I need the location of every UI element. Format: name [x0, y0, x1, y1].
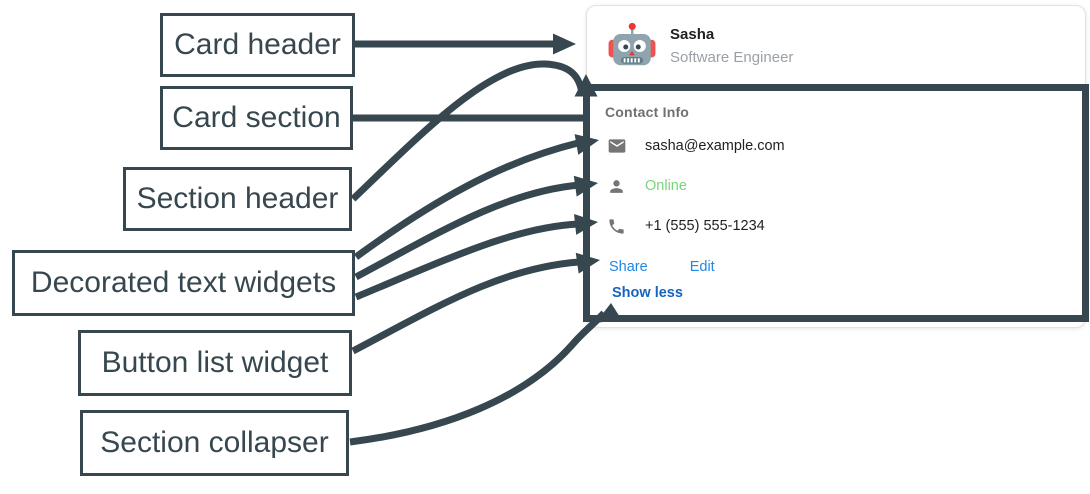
- card-header: Sasha Software Engineer: [587, 6, 1085, 85]
- callout-button-list-widget: Button list widget: [78, 330, 352, 396]
- person-icon: [607, 176, 629, 196]
- show-less-button[interactable]: Show less: [612, 285, 683, 301]
- profile-card: Sasha Software Engineer Contact Info sas…: [586, 5, 1086, 328]
- callout-decorated-text-widgets-label: Decorated text widgets: [30, 266, 337, 299]
- callout-section-header: Section header: [123, 167, 352, 231]
- arrow-to-button-list: [351, 252, 600, 355]
- callout-card-section: Card section: [160, 86, 353, 150]
- phone-row: +1 (555) 555-1234: [607, 206, 785, 246]
- arrow-to-section-collapser: [349, 303, 622, 446]
- phone-icon: [607, 216, 629, 236]
- callout-section-collapser-label: Section collapser: [100, 426, 329, 459]
- status-text: Online: [645, 178, 687, 194]
- callout-section-collapser: Section collapser: [80, 410, 349, 476]
- section-header-title: Contact Info: [605, 104, 690, 120]
- person-role: Software Engineer: [670, 48, 794, 66]
- callout-card-section-label: Card section: [172, 101, 341, 134]
- phone-text: +1 (555) 555-1234: [645, 218, 765, 234]
- status-row: Online: [607, 166, 785, 206]
- arrow-to-email-row: [353, 134, 599, 260]
- callout-section-header-label: Section header: [136, 182, 339, 215]
- arrow-to-card-header: [355, 33, 576, 55]
- button-list: Share Edit: [609, 259, 757, 275]
- person-name: Sasha: [670, 25, 715, 43]
- arrow-to-section-header: [350, 60, 598, 202]
- email-icon: [607, 136, 629, 156]
- share-button[interactable]: Share: [609, 259, 648, 275]
- edit-button[interactable]: Edit: [689, 259, 715, 275]
- callout-card-header-label: Card header: [174, 28, 341, 61]
- arrow-to-phone-row: [354, 213, 598, 301]
- email-text: sasha@example.com: [645, 138, 785, 154]
- email-row: sasha@example.com: [607, 126, 785, 166]
- callout-button-list-widget-label: Button list widget: [101, 346, 329, 379]
- card-header-text: Sasha Software Engineer: [670, 26, 793, 66]
- callout-card-header: Card header: [160, 13, 355, 77]
- decorated-text-rows: sasha@example.com Online +1 (555) 555-12…: [607, 126, 785, 246]
- robot-avatar-icon: [608, 22, 656, 65]
- arrow-to-online-row: [354, 175, 598, 281]
- callout-decorated-text-widgets: Decorated text widgets: [12, 250, 355, 316]
